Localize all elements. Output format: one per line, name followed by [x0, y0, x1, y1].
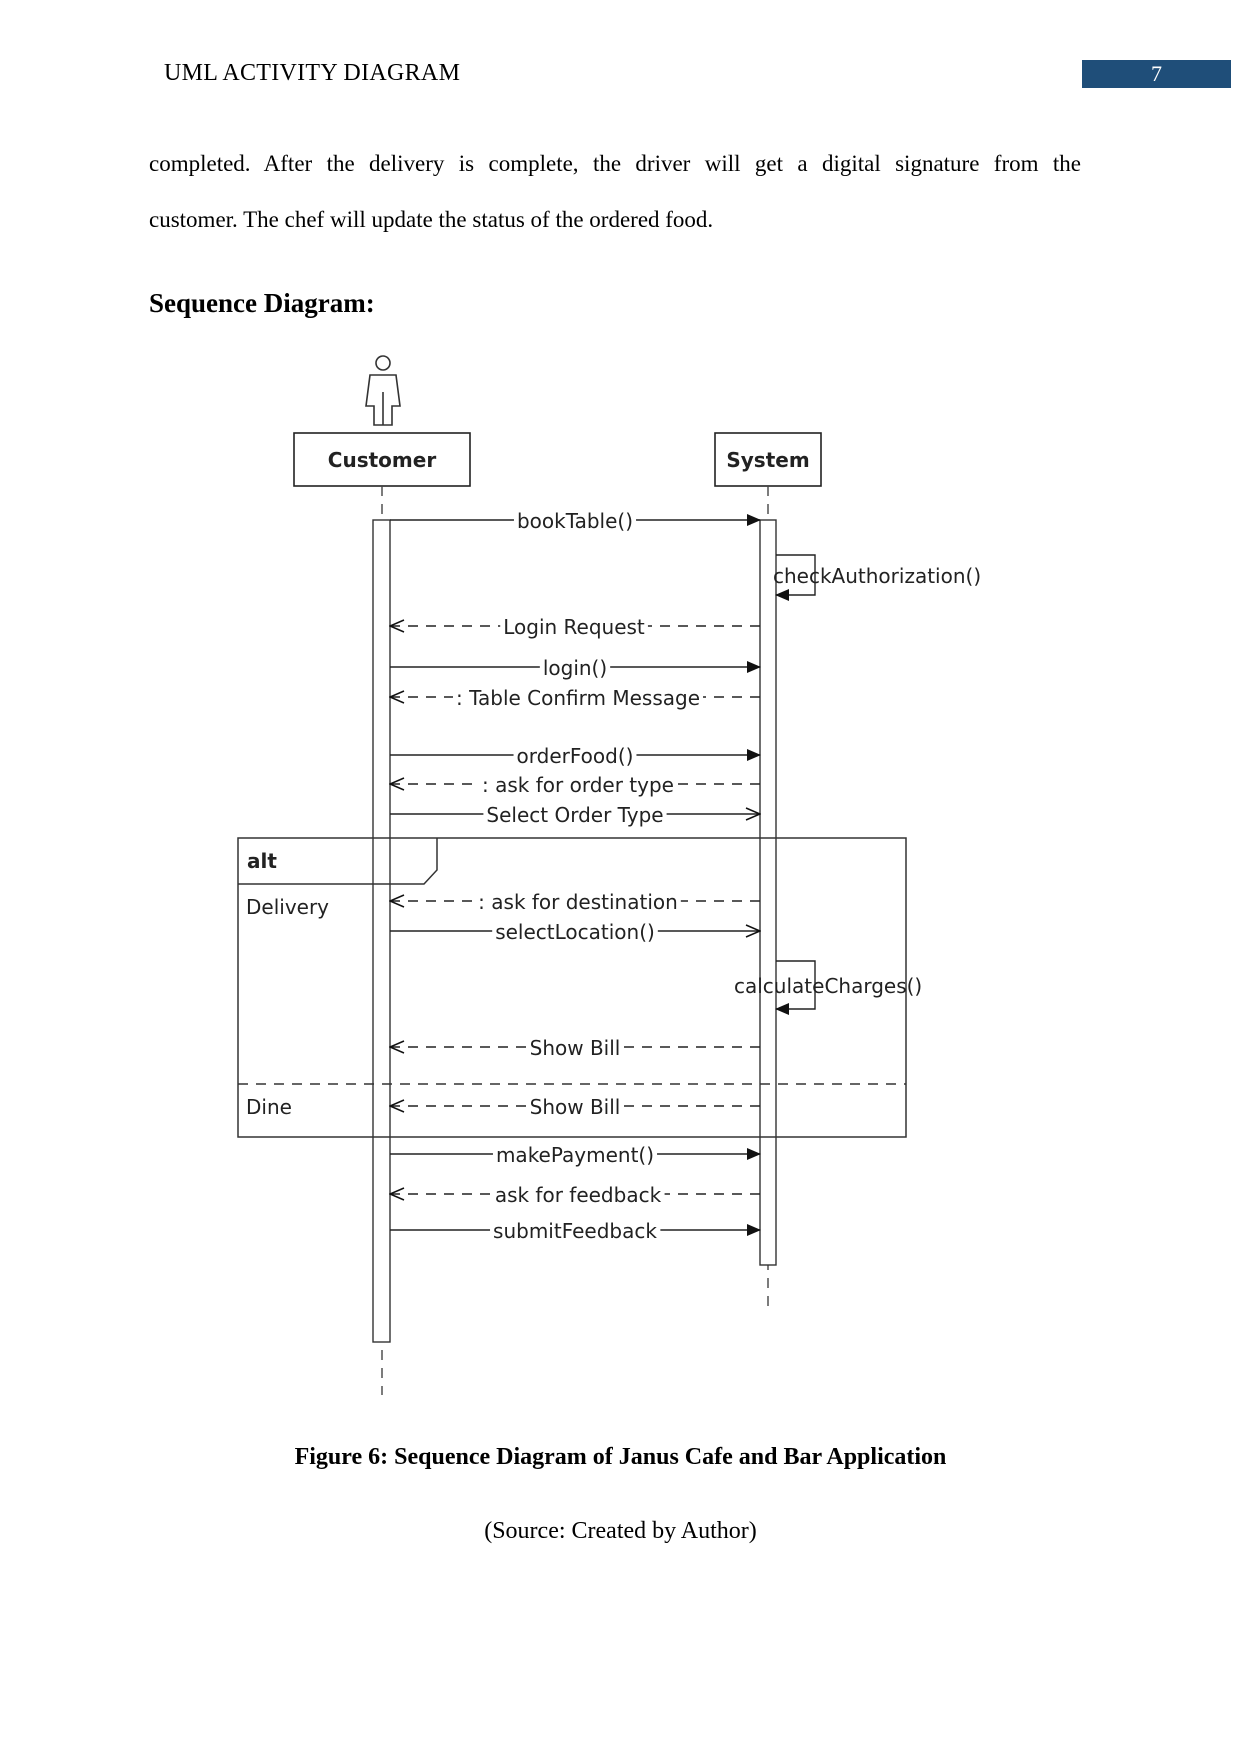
alt-operator-label: alt: [247, 849, 277, 873]
section-heading: Sequence Diagram:: [149, 288, 375, 318]
alt-fragment: [237, 837, 907, 1138]
customer-lifeline-head: [293, 432, 471, 487]
message-order-food-label: orderFood(): [517, 744, 634, 768]
running-header-title: UML ACTIVITY DIAGRAM: [164, 60, 461, 86]
figure-caption: Figure 6: Sequence Diagram of Janus Cafe…: [294, 1444, 947, 1470]
message-ask-destination-label: : ask for destination: [478, 890, 678, 914]
customer-lifeline-label: Customer: [328, 448, 437, 472]
message-show-bill-dine-label: Show Bill: [530, 1095, 621, 1119]
guard-dine-label: Dine: [246, 1095, 292, 1119]
message-book-table-label: bookTable(): [517, 509, 633, 533]
page-number-badge: 7: [1082, 60, 1231, 88]
message-make-payment-label: makePayment(): [496, 1143, 654, 1167]
label-backing: [492, 922, 658, 942]
label-backing: [479, 775, 677, 795]
label-backing: [452, 688, 704, 708]
customer-activation-bar: [372, 519, 391, 1343]
label-backing: [483, 805, 667, 825]
system-lifeline-label: System: [726, 448, 809, 472]
message-ask-order-type-label: : ask for order type: [482, 773, 674, 797]
label-backing: [491, 1185, 665, 1205]
label-backing: [539, 658, 611, 678]
guard-delivery-label: Delivery: [246, 895, 329, 919]
paragraph-line-1: completed. After the delivery is complet…: [149, 151, 1081, 176]
paragraph-line-2: customer. The chef will update the statu…: [149, 207, 714, 232]
label-backing: [500, 617, 648, 637]
label-backing: [475, 892, 681, 912]
message-login-request-label: Login Request: [503, 615, 645, 639]
message-table-confirm-label: : Table Confirm Message: [456, 686, 700, 710]
label-backing: [526, 1097, 624, 1117]
message-submit-feedback-label: submitFeedback: [493, 1219, 657, 1243]
message-calculate-charges-label: calculateCharges(): [734, 974, 922, 998]
message-ask-feedback-label: ask for feedback: [495, 1183, 662, 1207]
figure-source: (Source: Created by Author): [484, 1518, 757, 1544]
message-check-authorization-arrow: [775, 554, 816, 601]
system-activation-bar: [759, 519, 777, 1266]
message-calculate-charges-arrow: [775, 960, 816, 1015]
message-login-label: login(): [543, 656, 607, 680]
label-backing: [492, 1145, 658, 1165]
label-backing: [513, 511, 637, 531]
message-check-authorization-label: checkAuthorization(): [773, 564, 981, 588]
label-backing: [490, 1221, 661, 1241]
label-backing: [513, 746, 637, 766]
message-select-order-type-label: Select Order Type: [486, 803, 663, 827]
message-show-bill-delivery-label: Show Bill: [530, 1036, 621, 1060]
label-backing: [526, 1038, 624, 1058]
customer-actor-icon: [365, 355, 401, 426]
message-select-location-label: selectLocation(): [495, 920, 655, 944]
